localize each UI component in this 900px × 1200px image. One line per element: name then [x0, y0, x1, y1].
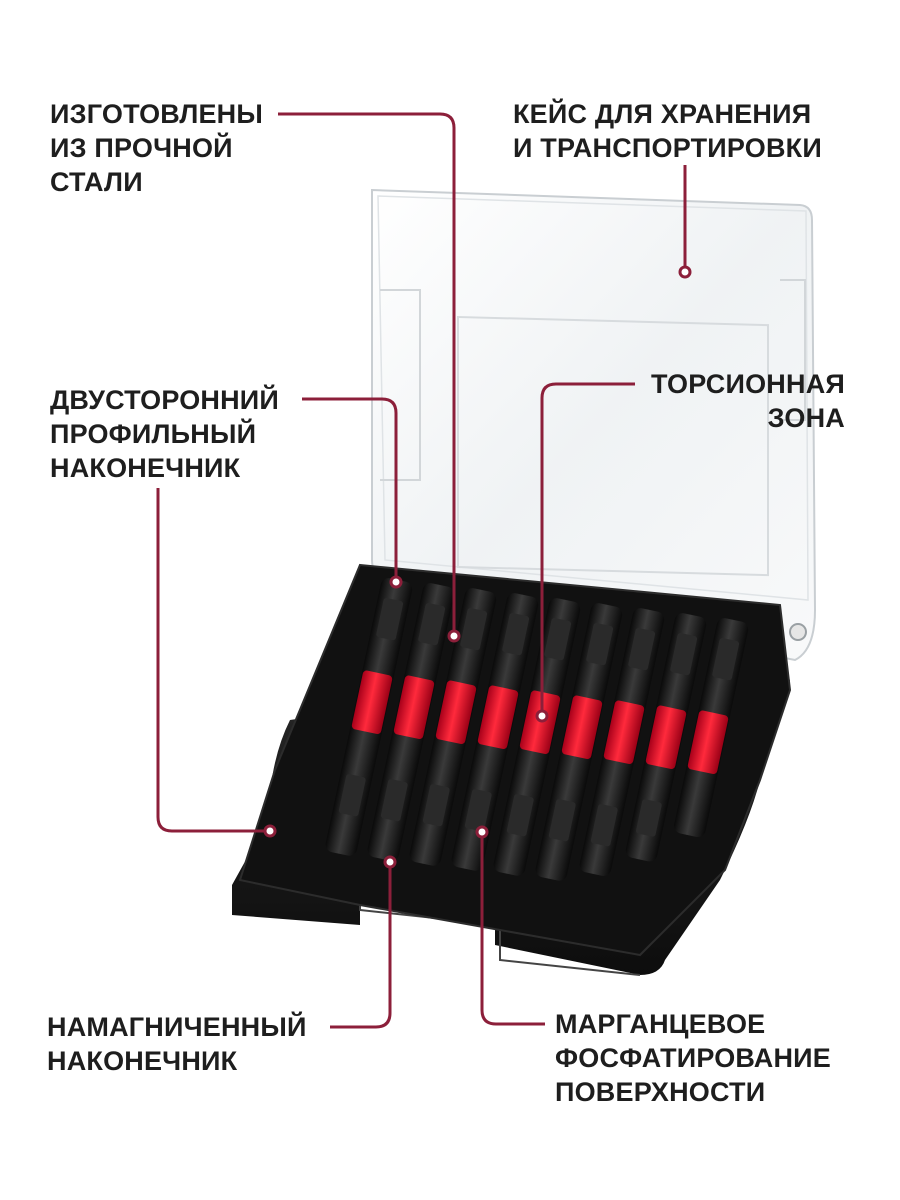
callout-coating-line-1: МАРГАНЦЕВОЕ: [555, 1009, 766, 1039]
callout-double-tip-line-2: ПРОФИЛЬНЫЙ: [50, 419, 257, 449]
callout-torsion-line-2: ЗОНА: [767, 403, 845, 433]
callout-torsion: ТОРСИОННАЯ ЗОНА: [651, 367, 845, 435]
callout-steel-line-1: ИЗГОТОВЛЕНЫ: [50, 99, 264, 129]
callout-case-line-1: КЕЙС ДЛЯ ХРАНЕНИЯ: [513, 99, 812, 129]
bit: [409, 588, 497, 866]
callout-double-tip: ДВУСТОРОННИЙ ПРОФИЛЬНЫЙ НАКОНЕЧНИК: [50, 383, 279, 485]
leader-profile-bottom: [156, 488, 270, 833]
callout-steel: ИЗГОТОВЛЕНЫ ИЗ ПРОЧНОЙ СТАЛИ: [50, 97, 263, 199]
callout-magnetic-line-1: НАМАГНИЧЕННЫЙ: [47, 1012, 307, 1042]
callout-magnetic-line-2: НАКОНЕЧНИК: [47, 1046, 238, 1076]
bits-group: [325, 578, 749, 881]
callout-case-line-2: И ТРАНСПОРТИРОВКИ: [513, 133, 822, 163]
callout-double-tip-line-3: НАКОНЕЧНИК: [50, 453, 241, 483]
leader-coating: [480, 832, 545, 1026]
bit: [579, 608, 665, 876]
callout-steel-line-2: ИЗ ПРОЧНОЙ: [50, 133, 233, 163]
leader-torsion: [540, 382, 635, 716]
bit: [535, 603, 623, 881]
leader-double-tip: [302, 397, 398, 582]
leader-magnetic: [330, 862, 392, 1029]
callout-case: КЕЙС ДЛЯ ХРАНЕНИЯ И ТРАНСПОРТИРОВКИ: [513, 97, 822, 165]
callout-coating-line-2: ФОСФАТИРОВАНИЕ: [555, 1043, 831, 1073]
callout-torsion-line-1: ТОРСИОННАЯ: [651, 369, 845, 399]
callout-dots: [263, 265, 692, 869]
bit: [625, 613, 707, 862]
bit: [451, 593, 539, 871]
bit: [367, 583, 455, 861]
callout-coating-line-3: ПОВЕРХНОСТИ: [555, 1077, 766, 1107]
bit: [674, 618, 749, 838]
leader-steel: [278, 112, 456, 636]
callout-steel-line-3: СТАЛИ: [50, 167, 143, 197]
callout-magnetic: НАМАГНИЧЕННЫЙ НАКОНЕЧНИК: [47, 1010, 307, 1078]
callout-lines: [156, 112, 687, 1029]
callout-coating: МАРГАНЦЕВОЕ ФОСФАТИРОВАНИЕ ПОВЕРХНОСТИ: [555, 1007, 831, 1109]
callout-double-tip-line-1: ДВУСТОРОННИЙ: [50, 385, 280, 415]
bit: [493, 598, 581, 876]
bit: [325, 578, 413, 856]
